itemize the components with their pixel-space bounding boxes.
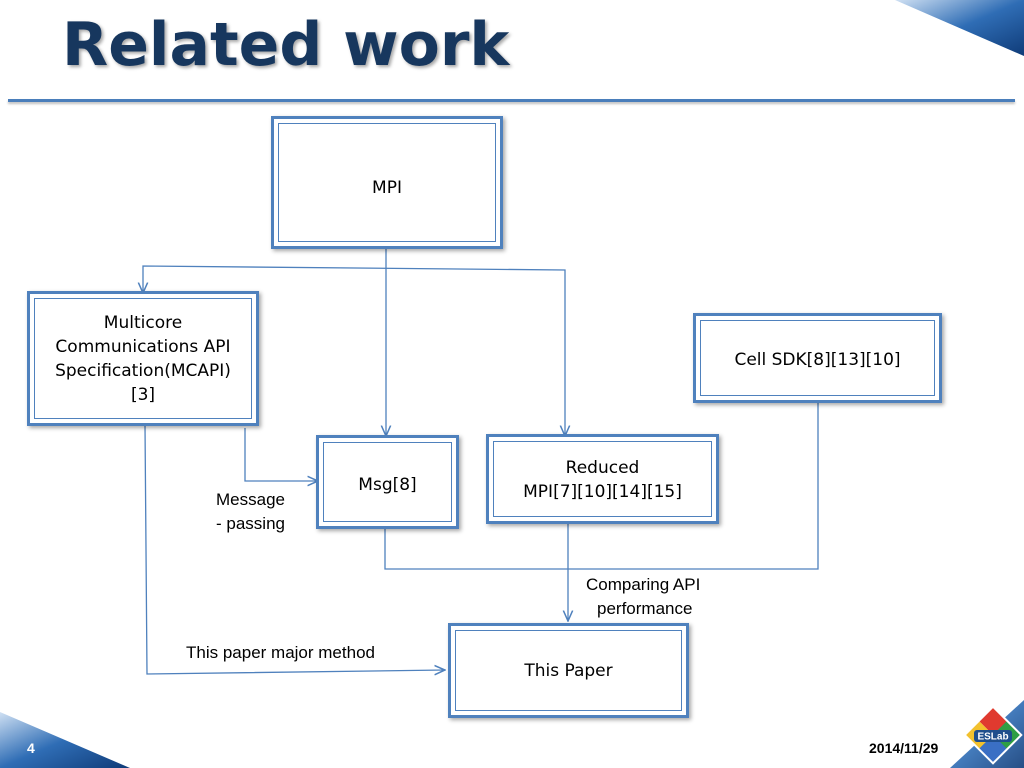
slide-date: 2014/11/29 (869, 740, 939, 756)
mcapi-line-1: Multicore (103, 312, 183, 333)
eslab-logo: ESLab (963, 705, 1023, 765)
cell-sdk-box: Cell SDK[8][13][10] (693, 313, 942, 403)
message-passing-label: Message - passing (216, 488, 285, 536)
msg-label: Msg[8] (358, 475, 417, 495)
mcapi-box: Multicore Communications API Specificati… (27, 291, 259, 426)
mpi-branch-line (143, 265, 565, 436)
major-method-label: This paper major method (186, 643, 375, 662)
title-underline (8, 99, 1015, 102)
this-paper-box: This Paper (448, 623, 689, 718)
mcapi-to-msg-arrow (244, 428, 318, 481)
mcapi-to-paper-arrow (144, 424, 445, 674)
comparing-line-1: Comparing API (586, 575, 701, 594)
mcapi-line-4: [3] (130, 384, 156, 405)
reduced-mpi-line-2: MPI[7][10][14][15] (523, 482, 682, 502)
comparing-line-2: performance (597, 599, 693, 618)
cell-sdk-label: Cell SDK[8][13][10] (734, 350, 901, 370)
slide-title: Related work (62, 10, 510, 80)
mcapi-line-3: Specification(MCAPI) (55, 360, 231, 381)
mpi-label: MPI (372, 178, 402, 198)
reduced-mpi-box: Reduced MPI[7][10][14][15] (486, 434, 719, 524)
page-number: 4 (27, 740, 35, 756)
msg-merge-line (384, 401, 819, 570)
msg-box: Msg[8] (316, 435, 459, 529)
this-paper-label: This Paper (524, 661, 613, 681)
message-passing-line-1: Message (216, 490, 285, 509)
reduced-mpi-line-1: Reduced (565, 458, 640, 478)
message-passing-line-2: - passing (216, 514, 285, 533)
mcapi-line-2: Communications API (55, 336, 231, 357)
comparing-label: Comparing API performance (586, 573, 700, 621)
mpi-box: MPI (271, 116, 503, 249)
logo-text: ESLab (977, 732, 1008, 743)
